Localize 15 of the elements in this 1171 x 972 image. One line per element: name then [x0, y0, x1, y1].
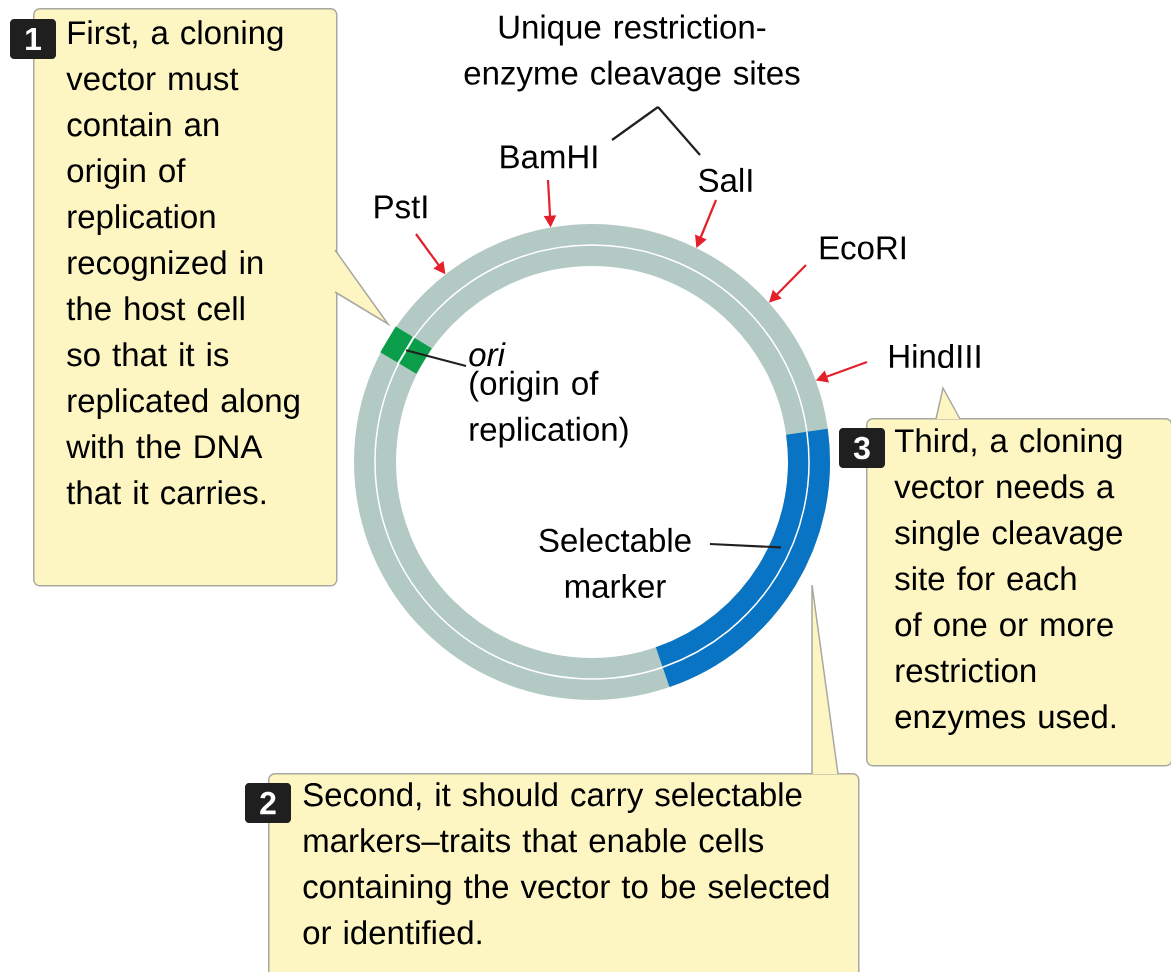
enzyme-label: PstI	[375, 195, 427, 219]
leader-line	[405, 349, 467, 368]
enzyme-label: EcoRI	[820, 236, 905, 260]
marker-label: Selectable marker	[539, 527, 691, 599]
number-badge: 1	[10, 19, 56, 59]
heading: Unique restriction-enzyme cleavage sites	[464, 14, 800, 92]
enzyme-label: HindIII	[890, 343, 980, 369]
bracket-line	[657, 106, 701, 156]
enzyme-label: SalI	[699, 167, 752, 193]
leader-line	[709, 542, 782, 549]
number-badge: 2	[245, 783, 291, 823]
bracket-line	[611, 106, 659, 141]
enzyme-label: BamHI	[501, 145, 597, 169]
ori-label: ori (origin of replication)	[469, 342, 628, 448]
ori-segment	[380, 326, 432, 374]
